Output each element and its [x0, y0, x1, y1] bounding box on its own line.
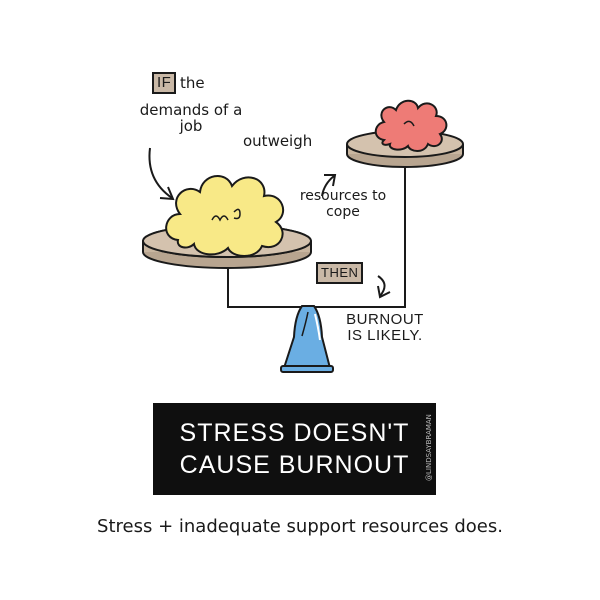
headline-line-1: STRESS DOESN'T [179, 419, 410, 447]
headline-banner: STRESS DOESN'T CAUSE BURNOUT [153, 403, 436, 495]
then-label: THEN [316, 262, 364, 284]
demands-cloud-icon [165, 175, 285, 257]
outweigh-text: outweigh [243, 132, 313, 150]
arrow-to-resources-icon [321, 174, 337, 197]
headline-line-2: CAUSE BURNOUT [179, 451, 410, 479]
resources-text: resources to cope [299, 188, 387, 220]
fulcrum-icon [280, 305, 334, 373]
balance-scale-drawing [142, 99, 464, 373]
burnout-text: BURNOUT IS LIKELY. [346, 311, 424, 344]
scale-frame [227, 160, 406, 308]
if-label: IF [152, 72, 177, 94]
resources-cloud-icon [374, 99, 448, 152]
the-text: the [180, 74, 205, 92]
arrow-to-burnout-icon [377, 275, 391, 299]
arrow-to-demands-icon [148, 147, 175, 201]
demands-text: demands of a job [139, 101, 243, 135]
artist-credit: @LINDSAYBRAMAN [425, 414, 433, 482]
caption-text: Stress + inadequate support resources do… [97, 516, 503, 537]
